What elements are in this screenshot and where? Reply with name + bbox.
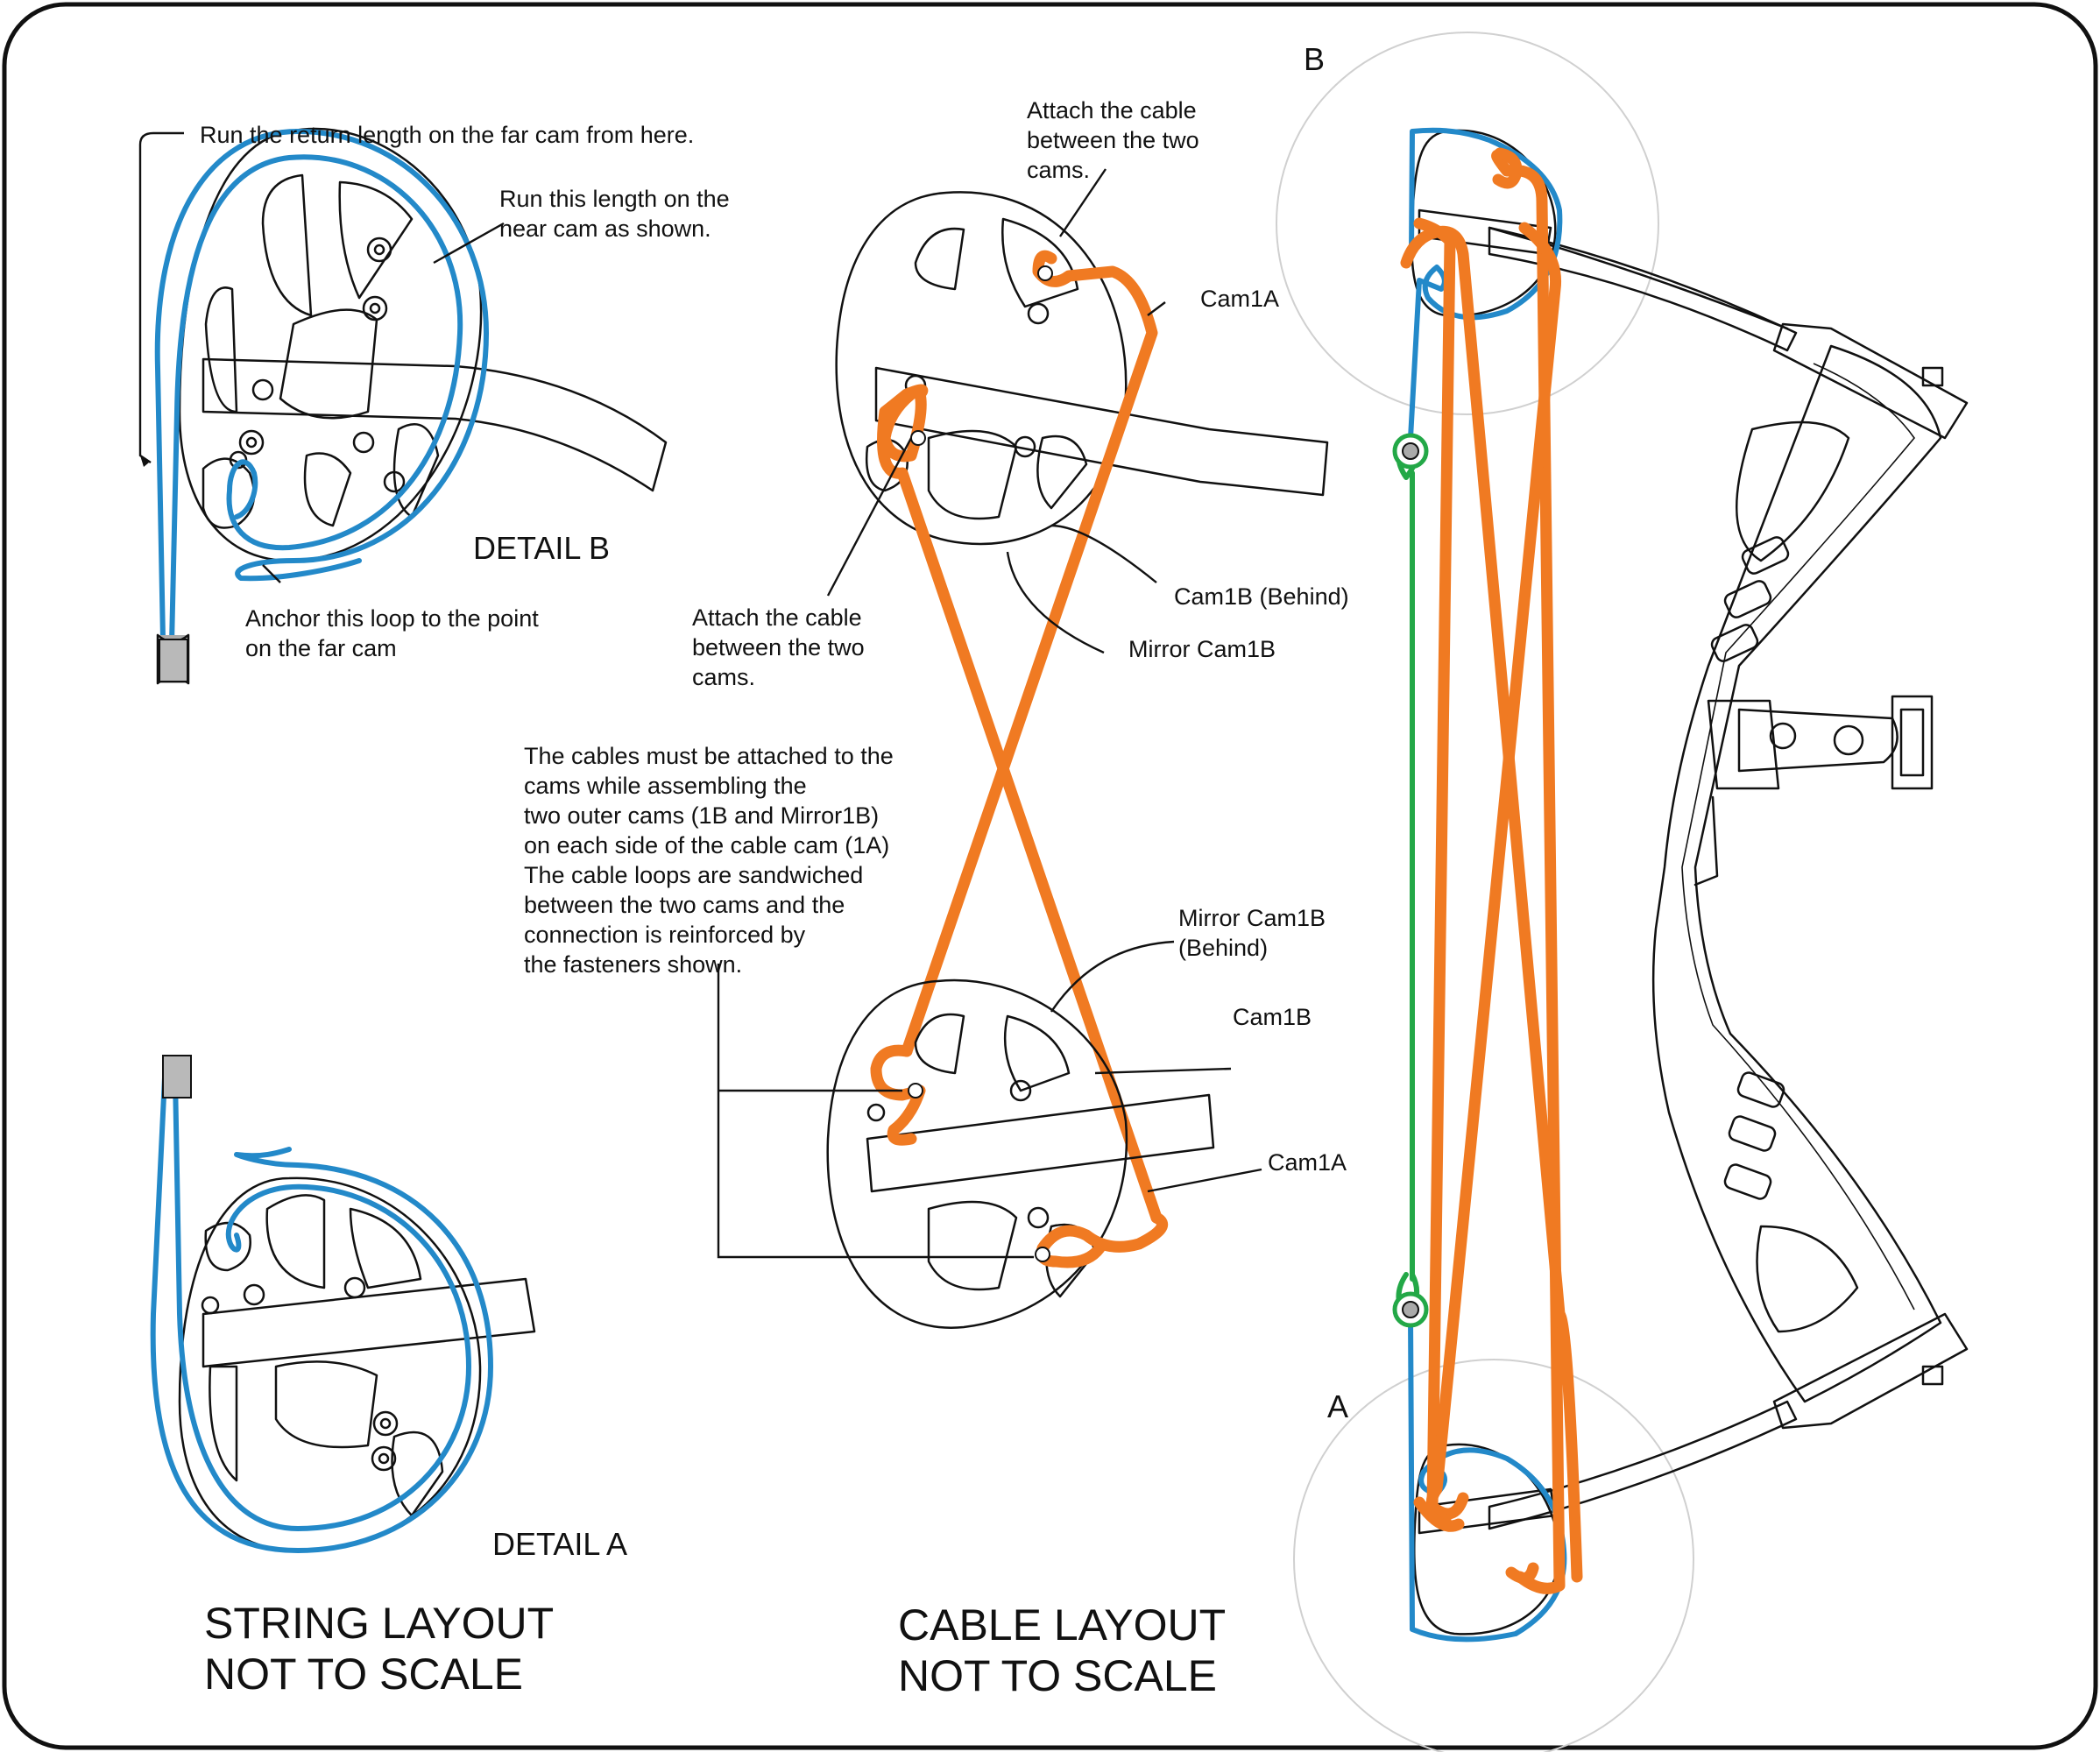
note-attach-top-1: Attach the cable bbox=[1027, 97, 1197, 124]
note-near-cam-1: Run this length on the bbox=[499, 186, 730, 212]
cable-layout-title-1: CABLE LAYOUT bbox=[898, 1600, 1226, 1650]
svg-text:cams while assembling the: cams while assembling the bbox=[524, 773, 807, 799]
label-mirror-cam1b-behind-1: Mirror Cam1B bbox=[1178, 905, 1326, 931]
note-attach-top-2: between the two bbox=[1027, 127, 1199, 153]
svg-text:connection is reinforced by: connection is reinforced by bbox=[524, 922, 806, 948]
detail-b-drawing bbox=[138, 127, 668, 685]
label-cam1b-behind: Cam1B (Behind) bbox=[1174, 583, 1349, 610]
note-anchor-1: Anchor this loop to the point bbox=[245, 605, 539, 632]
note-return-length: Run the return length on the far cam fro… bbox=[200, 122, 694, 148]
bow-drawing bbox=[1276, 32, 1969, 1752]
label-cam1a-top: Cam1A bbox=[1200, 286, 1279, 312]
svg-text:The cables must be attached to: The cables must be attached to the bbox=[524, 743, 894, 769]
label-mirror-cam1b-top: Mirror Cam1B bbox=[1128, 636, 1276, 662]
note-attach-top-3: cams. bbox=[1027, 157, 1090, 183]
cable-layout-title-2: NOT TO SCALE bbox=[898, 1651, 1217, 1700]
detail-a-drawing bbox=[150, 1055, 536, 1553]
svg-text:two outer cams (1B and Mirror1: two outer cams (1B and Mirror1B) bbox=[524, 802, 879, 829]
bow-label-b: B bbox=[1304, 41, 1325, 77]
note-near-cam-2: near cam as shown. bbox=[499, 215, 711, 242]
svg-text:The cable loops are sandwiched: The cable loops are sandwiched bbox=[524, 862, 863, 888]
note-attach-mid-2: between the two bbox=[692, 634, 865, 661]
svg-text:the fasteners shown.: the fasteners shown. bbox=[524, 951, 742, 978]
string-layout-title-1: STRING LAYOUT bbox=[204, 1599, 554, 1648]
cable-top-cam bbox=[835, 191, 1329, 1224]
bow-label-a: A bbox=[1327, 1388, 1348, 1424]
svg-text:on each side of the cable cam: on each side of the cable cam (1A) bbox=[524, 832, 889, 858]
cable-bottom-cam bbox=[826, 978, 1215, 1329]
label-mirror-cam1b-behind-2: (Behind) bbox=[1178, 935, 1268, 961]
note-attach-mid-3: cams. bbox=[692, 664, 755, 690]
assembly-note: The cables must be attached to the cams … bbox=[524, 743, 894, 978]
cable-leaders bbox=[717, 168, 1262, 1259]
note-attach-mid-1: Attach the cable bbox=[692, 604, 862, 631]
note-anchor-2: on the far cam bbox=[245, 635, 397, 661]
string-layout-title-2: NOT TO SCALE bbox=[204, 1650, 523, 1699]
detail-b-label: DETAIL B bbox=[473, 530, 610, 566]
svg-text:between the two cams and the: between the two cams and the bbox=[524, 892, 845, 918]
label-cam1a-bottom: Cam1A bbox=[1268, 1149, 1347, 1176]
label-cam1b-bottom: Cam1B bbox=[1233, 1004, 1312, 1030]
detail-a-label: DETAIL A bbox=[492, 1526, 627, 1562]
